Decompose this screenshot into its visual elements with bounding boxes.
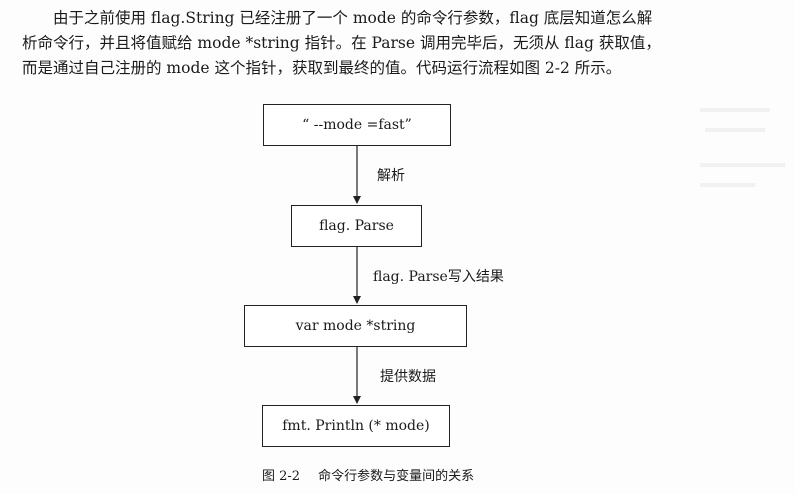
- figure-number: 图 2-2: [262, 469, 301, 484]
- edge-label-parse-to-var: flag. Parse写入结果: [373, 269, 504, 285]
- flow-node-println: fmt. Println (* mode): [262, 405, 450, 447]
- bleed-through-mark: [705, 128, 765, 132]
- edge-label-var-to-println: 提供数据: [380, 369, 436, 385]
- paragraph-line-2: 析命令行，并且将值赋给 mode *string 指针。在 Parse 调用完毕…: [22, 34, 661, 52]
- bleed-through-mark: [700, 108, 770, 112]
- flow-node-var: var mode *string: [244, 305, 467, 347]
- bleed-through-mark: [700, 183, 755, 187]
- bleed-through-mark: [700, 163, 785, 167]
- flow-node-var-label: var mode *string: [295, 318, 416, 334]
- flow-node-println-label: fmt. Println (* mode): [282, 418, 430, 434]
- flow-node-parse-label: flag. Parse: [319, 218, 394, 234]
- paragraph-line-3: 而是通过自己注册的 mode 这个指针，获取到最终的值。代码运行流程如图 2-2…: [22, 59, 622, 77]
- flow-node-parse: flag. Parse: [291, 205, 422, 247]
- paragraph-line-1: 由于之前使用 flag.String 已经注册了一个 mode 的命令行参数，f…: [53, 9, 653, 27]
- flow-node-input-label: “ --mode =fast”: [302, 117, 412, 133]
- figure-caption: 图 2-2 命令行参数与变量间的关系: [262, 465, 474, 484]
- edge-label-input-to-parse: 解析: [377, 168, 405, 184]
- flow-node-input: “ --mode =fast”: [263, 104, 451, 146]
- body-paragraph: 由于之前使用 flag.String 已经注册了一个 mode 的命令行参数，f…: [22, 6, 792, 81]
- figure-title: 命令行参数与变量间的关系: [318, 469, 475, 484]
